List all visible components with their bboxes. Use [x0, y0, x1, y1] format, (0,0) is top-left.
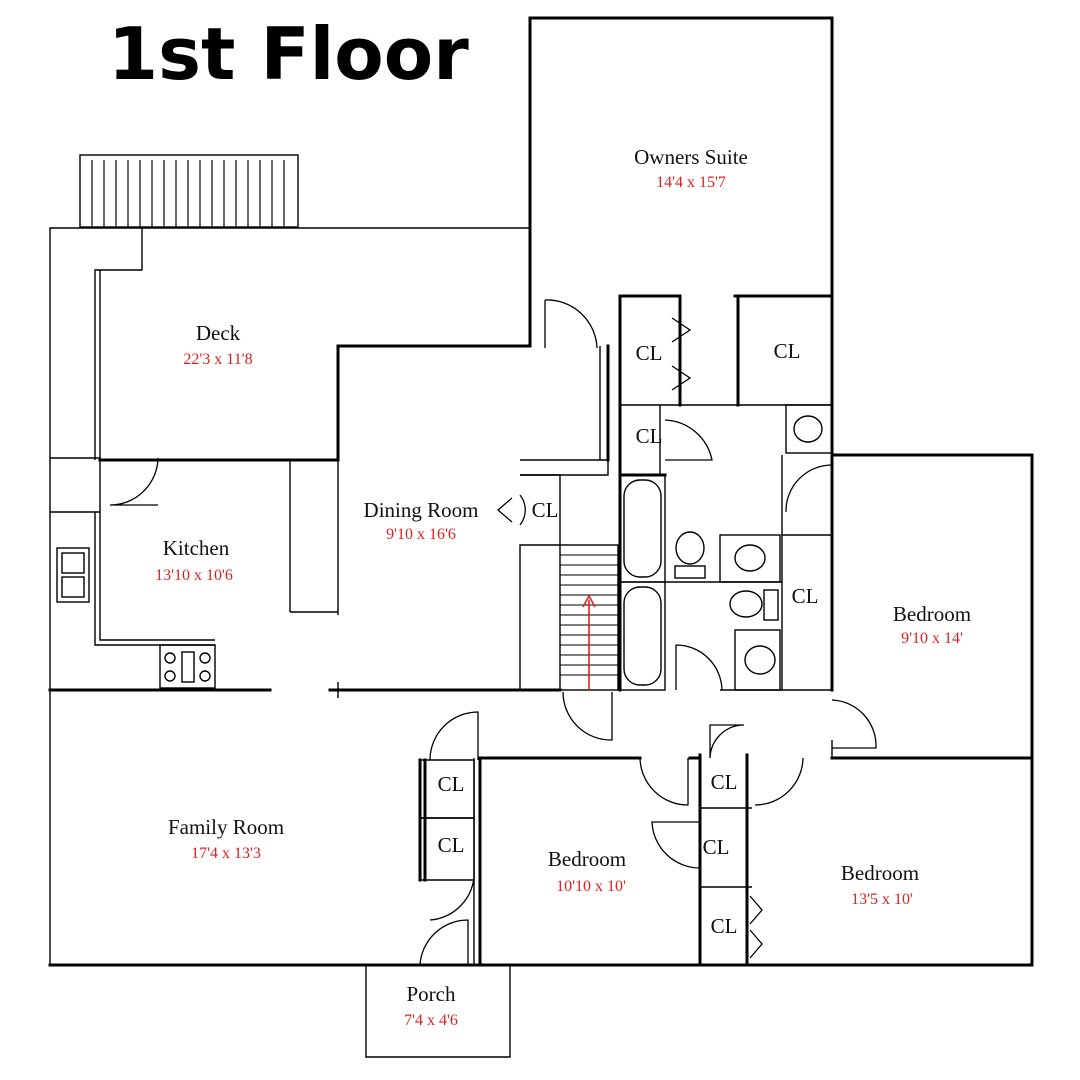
family-cl2-door	[429, 877, 475, 921]
owners-suite-door	[544, 299, 598, 349]
bedroom-cl-door	[651, 821, 701, 869]
bath-closet	[781, 535, 832, 691]
bath-sink-1	[719, 534, 781, 583]
owners-closet-left	[618, 294, 682, 407]
porch-walls	[365, 965, 511, 1058]
family-room-dims: 17'4 x 13'3	[191, 845, 261, 862]
kitchen-dims: 13'10 x 10'6	[155, 567, 233, 584]
hall-cl-door	[709, 724, 745, 759]
owners-suite-dims: 14'4 x 15'7	[656, 174, 726, 191]
family-room-label: Family Room	[168, 815, 284, 839]
owners-closet-left-label: CL	[636, 341, 663, 365]
family-cl-door	[429, 711, 479, 761]
deck-railing	[79, 154, 299, 228]
kitchen-label: Kitchen	[163, 536, 230, 560]
deck-label: Deck	[196, 321, 241, 345]
bedroom-south-door	[754, 757, 804, 806]
walls	[48, 16, 1034, 1058]
stairs	[559, 544, 619, 691]
doors	[109, 299, 877, 966]
bedroom-east-label: Bedroom	[893, 602, 971, 626]
family-closet-2	[420, 817, 475, 881]
bedroom-east-bath-door	[785, 464, 833, 513]
owners-cl-bifold-1	[671, 317, 692, 343]
bedroom-cl-bifold-1	[749, 895, 763, 925]
kitchen-deck-door	[109, 457, 159, 506]
kitchen-sink	[56, 547, 90, 603]
closet-labels: CL CL CL CL CL CL CL CL CL CL	[438, 339, 819, 938]
bedroom-center-label: Bedroom	[548, 847, 626, 871]
deck-dims: 22'3 x 11'8	[183, 351, 252, 368]
dining-closet-label: CL	[532, 498, 559, 522]
stair-door	[562, 691, 613, 741]
bath-sink-2	[734, 629, 781, 691]
hall-closet-label: CL	[711, 770, 738, 794]
bathtubs	[619, 474, 666, 691]
dining-room-label: Dining Room	[364, 498, 479, 522]
bath-closet-label: CL	[636, 424, 663, 448]
owners-cl-bifold-2	[671, 365, 692, 391]
owners-bath-sink	[785, 404, 833, 454]
page-title: 1st Floor	[108, 12, 469, 96]
owners-suite-label: Owners Suite	[634, 145, 748, 169]
bedroom-cl-bifold-2	[749, 929, 763, 959]
bedroom-east-door	[831, 699, 877, 749]
porch-door	[419, 919, 469, 966]
bedroom-center-door	[639, 757, 689, 806]
bedroom-center-dims: 10'10 x 10'	[556, 878, 626, 895]
porch-dims: 7'4 x 4'6	[404, 1012, 458, 1029]
owners-closet-right-label: CL	[774, 339, 801, 363]
bedroom-south-dims: 13'5 x 10'	[851, 891, 913, 908]
porch-label: Porch	[407, 982, 456, 1006]
bath-cl-door	[664, 419, 713, 461]
deck-balusters	[91, 160, 285, 227]
bath-closet-2-label: CL	[792, 584, 819, 608]
room-labels: Owners Suite 14'4 x 15'7 Deck 22'3 x 11'…	[155, 145, 971, 1029]
toilet-2	[729, 589, 779, 621]
family-closet-1-label: CL	[438, 772, 465, 796]
bedroom-east-walls	[830, 453, 1034, 967]
dining-closet-door	[519, 494, 526, 526]
toilet-1	[674, 531, 706, 579]
outer-west-wall	[49, 227, 530, 965]
bath-door	[675, 644, 723, 691]
deck-inner-rail	[94, 228, 143, 460]
dining-room-dims: 9'10 x 16'6	[386, 526, 456, 543]
owners-suite-walls	[528, 16, 834, 457]
bedroom-closet-1-label: CL	[703, 835, 730, 859]
bedroom-south-label: Bedroom	[841, 861, 919, 885]
family-closet-2-label: CL	[438, 833, 465, 857]
bedroom-east-dims: 9'10 x 14'	[901, 630, 963, 647]
kitchen-stove	[159, 644, 216, 689]
bedroom-closet-2-label: CL	[711, 914, 738, 938]
